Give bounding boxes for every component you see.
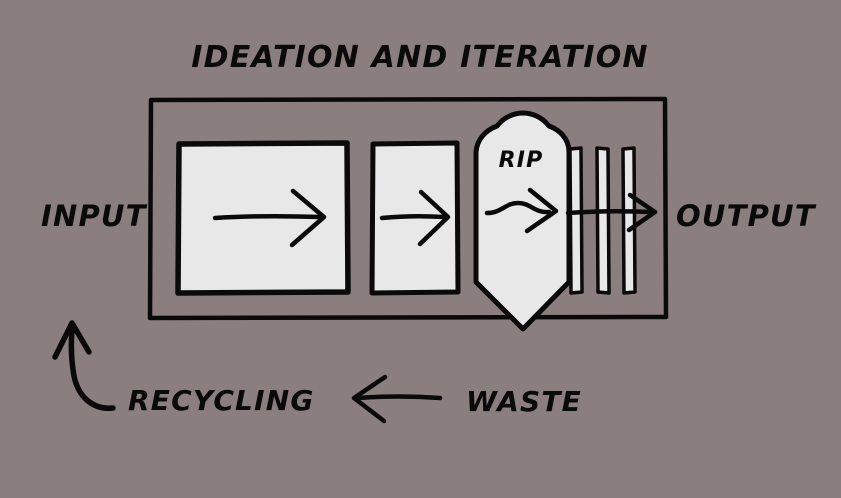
large-stage-box[interactable]	[175, 140, 351, 296]
tombstone-stage[interactable]: RIP	[473, 110, 572, 332]
bar-3	[621, 146, 637, 295]
narrow-stage-box[interactable]	[369, 140, 461, 296]
waste-label: WASTE	[466, 385, 582, 418]
tombstone-label: RIP	[499, 148, 544, 173]
tombstone-wavy-arrow	[484, 187, 559, 234]
output-label: OUTPUT	[676, 199, 817, 233]
diagram-title: IDEATION AND ITERATION	[191, 40, 648, 75]
bars-stage[interactable]	[565, 146, 658, 295]
large-stage-box-arrow	[212, 188, 327, 248]
tombstone-outline	[473, 110, 572, 332]
process-container-outline	[147, 96, 669, 321]
process-container	[147, 96, 669, 321]
bar-1	[568, 146, 584, 295]
input-label: INPUT	[41, 199, 148, 233]
recycling-label: RECYCLING	[128, 384, 315, 417]
waste-arrow-icon	[351, 374, 443, 424]
narrow-stage-box-arrow	[379, 189, 451, 247]
bar-2	[595, 146, 611, 295]
bars-stage-arrow	[565, 192, 658, 233]
recycle-loop-icon	[52, 320, 116, 411]
